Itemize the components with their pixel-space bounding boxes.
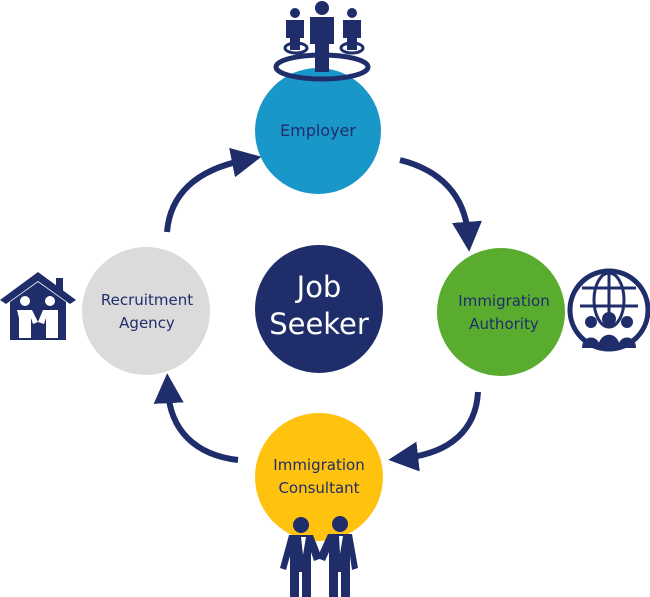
agency-label-line1: Recruitment [101,291,193,309]
authority-label-line1: Immigration [458,292,549,310]
house-handshake-icon [0,272,76,340]
globe-people-icon [567,268,650,352]
job-seeker-circle [255,245,383,373]
agency-circle [82,247,210,375]
job-seeker-label-line2: Seeker [269,307,369,341]
agency-label-line2: Agency [119,314,175,332]
authority-label-line2: Authority [469,315,539,333]
arrow-agency-to-employer [164,147,262,233]
authority-circle [437,248,565,376]
consultant-circle [255,413,383,541]
employer-label: Employer [280,121,356,140]
arrow-consultant-to-agency [153,373,239,463]
business-team-icon [273,1,371,82]
employer-circle [255,68,381,194]
recruitment-agency-node: Recruitment Agency [82,247,210,375]
job-seeker-node: Job Seeker [255,245,383,373]
immigration-authority-node: Immigration Authority [437,248,565,376]
immigration-consultant-node: Immigration Consultant [255,413,383,541]
arrow-employer-to-authority [399,157,482,252]
arrow-authority-to-consultant [388,391,481,472]
job-seeker-label-line1: Job [295,270,342,304]
consultant-label-line1: Immigration [273,456,364,474]
consultant-label-line2: Consultant [278,479,359,497]
handshake-people-icon [280,516,358,597]
employer-node: Employer [255,68,381,194]
